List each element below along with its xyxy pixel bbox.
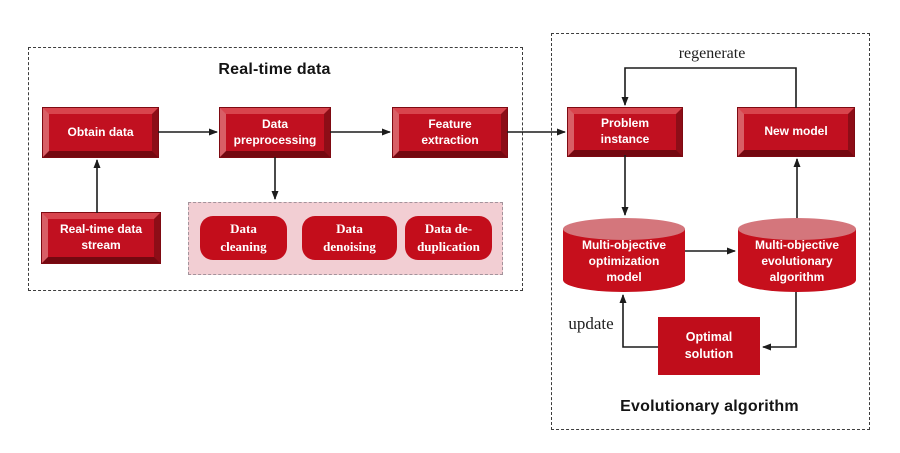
node-obtain-data-label: Obtain data [67,124,134,139]
node-data-de-duplication-label: Data de- duplication [417,221,480,254]
node-realtime-data-stream: Real-time data stream [42,213,160,263]
update-label: update [568,314,614,333]
node-multi-objective-evolutionary-algorithm: Multi-objective evolutionary algorithm [738,218,856,292]
node-multi-objective-optimization-model: Multi-objective optimization model [563,218,685,292]
node-moea-label: Multi-objective evolutionary algorithm [754,237,839,285]
cylinder-top-ellipse [563,218,685,240]
node-data-denoising-label: Data denoising [323,221,376,254]
node-data-cleaning-label: Data cleaning [220,221,267,254]
node-optimal-solution-label: Optimal solution [684,330,734,361]
node-problem-instance-label: Problem instance [600,116,650,146]
regenerate-label: regenerate [678,45,746,62]
node-data-cleaning: Data cleaning [200,216,287,260]
node-feature-extraction: Feature extraction [393,108,507,157]
evolutionary-algorithm-panel-title: Evolutionary algorithm [620,398,799,415]
node-data-preprocessing: Data preprocessing [220,108,330,157]
node-obtain-data: Obtain data [43,108,158,157]
node-new-model-label: New model [764,124,828,139]
realtime-data-panel [28,47,523,291]
evolutionary-algorithm-panel [551,33,870,430]
realtime-data-panel-title: Real-time data [218,61,331,78]
node-optimal-solution: Optimal solution [658,317,760,375]
node-data-preprocessing-label: Data preprocessing [233,116,317,147]
node-problem-instance: Problem instance [568,108,682,156]
node-data-de-duplication: Data de- duplication [405,216,492,260]
node-data-denoising: Data denoising [302,216,397,260]
node-realtime-data-stream-label: Real-time data stream [59,222,143,252]
node-feature-extraction-label: Feature extraction [421,116,479,147]
node-moo-model-label: Multi-objective optimization model [581,237,666,285]
cylinder-top-ellipse [738,218,856,240]
node-new-model: New model [738,108,854,156]
